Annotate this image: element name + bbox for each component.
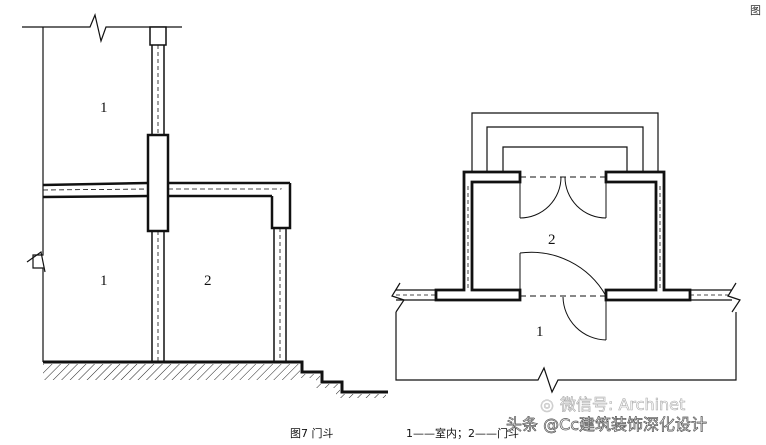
wechat-icon: ◎ bbox=[540, 395, 554, 414]
watermark-toutiao: 头条 @Cc建筑装饰深化设计 bbox=[506, 415, 707, 434]
vestibule-outer-wall bbox=[273, 228, 287, 362]
main-wall bbox=[391, 282, 741, 313]
canopy-middle bbox=[486, 126, 644, 173]
plan-room-label: 1 bbox=[536, 324, 544, 340]
canopy-outer bbox=[471, 112, 659, 173]
vestibule-walls bbox=[434, 170, 692, 302]
watermark: ◎ 微信号: Archinet 头条 @Cc建筑装饰深化设计 bbox=[506, 395, 708, 435]
watermark-wechat-id: 微信号: Archinet bbox=[560, 395, 685, 414]
corner-text: 图 bbox=[750, 4, 761, 17]
section-view bbox=[22, 13, 388, 398]
section-upper-room-label: 1 bbox=[100, 100, 108, 116]
left-outline bbox=[32, 27, 44, 362]
interior-wall bbox=[146, 26, 170, 362]
outer-double-door bbox=[519, 176, 607, 219]
canopy-inner bbox=[502, 146, 628, 173]
plan-view bbox=[391, 112, 741, 394]
figure-caption: 图7 门斗 bbox=[290, 426, 334, 440]
top-break-line bbox=[22, 13, 182, 44]
floor-slab bbox=[42, 181, 290, 199]
plan-room-outline bbox=[395, 312, 737, 394]
section-vestibule-label: 2 bbox=[204, 273, 212, 289]
plan-vestibule-label: 2 bbox=[548, 232, 556, 248]
ground-line bbox=[43, 360, 388, 394]
figure-legend: 1——室内；2——门斗 bbox=[406, 426, 519, 440]
inner-single-door bbox=[519, 251, 607, 341]
section-lower-room-label: 1 bbox=[100, 273, 108, 289]
